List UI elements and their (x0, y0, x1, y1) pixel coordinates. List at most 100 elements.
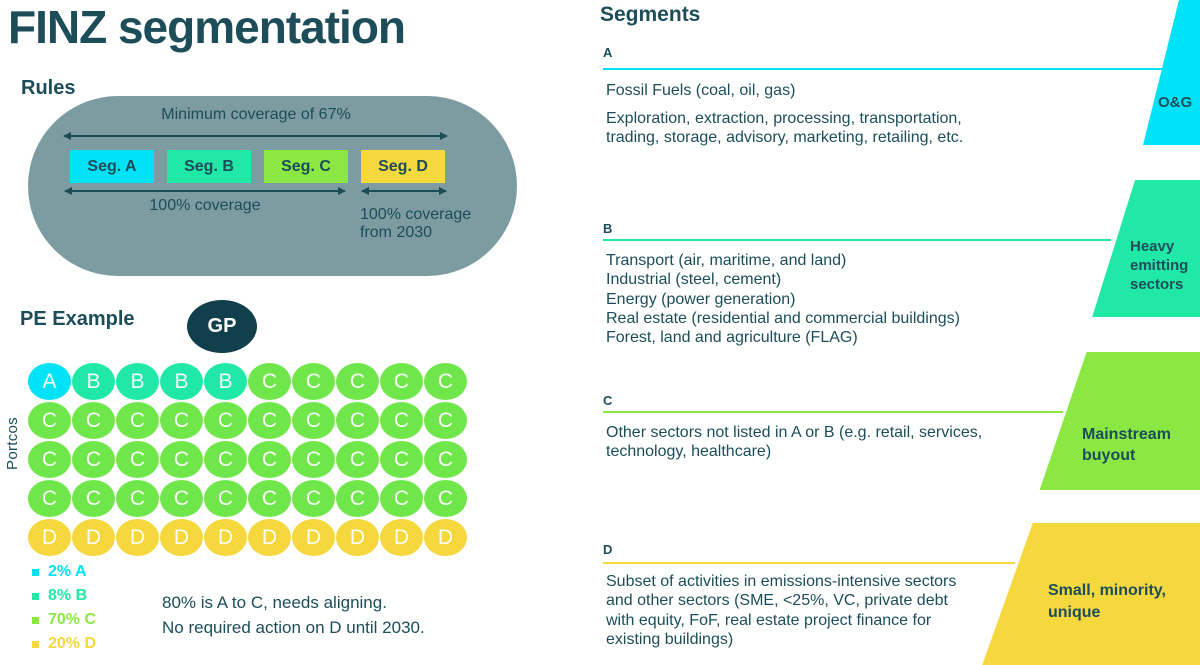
portco-circle-c: C (248, 363, 291, 400)
portco-circle-d: D (28, 519, 71, 556)
legend-label: 8% B (48, 587, 88, 604)
legend-item-b: 8% B (32, 584, 96, 608)
segments-heading: Segments (600, 3, 701, 26)
segment-b-shape-label: Heavy emitting sectors (1130, 238, 1189, 293)
portco-circle-c: C (424, 402, 467, 439)
portco-circle-b: B (116, 363, 159, 400)
portco-circle-b: B (160, 363, 203, 400)
portco-circle-b: B (72, 363, 115, 400)
portco-circle-c: C (380, 363, 423, 400)
portco-circle-c: C (424, 363, 467, 400)
min-coverage-label: Minimum coverage of 67% (161, 106, 351, 123)
segment-c-description: Other sectors not listed in A or B (e.g.… (606, 424, 983, 461)
portco-circle-d: D (72, 519, 115, 556)
segment-b-description: Transport (air, maritime, and land) Indu… (606, 252, 960, 347)
rules-heading: Rules (21, 77, 76, 99)
portco-circle-d: D (160, 519, 203, 556)
portco-circle-c: C (248, 441, 291, 478)
segment-d-funnel-shape: Small, minority, unique (982, 523, 1200, 665)
segment-box-b: Seg. B (167, 150, 251, 183)
segment-c-funnel-shape: Mainstream buyout (1039, 352, 1200, 490)
portco-circle-c: C (336, 363, 379, 400)
legend-label: 70% C (48, 611, 97, 628)
legend-item-d: 20% D (32, 632, 96, 656)
portco-circle-c: C (380, 402, 423, 439)
portco-circle-c: C (28, 441, 71, 478)
segment-b-label: B (603, 221, 613, 236)
legend-bullet-icon (32, 616, 39, 624)
portco-circle-c: C (116, 441, 159, 478)
portco-circle-d: D (380, 519, 423, 556)
segment-a-shape-label: O&G (1158, 94, 1193, 111)
segment-d-underline (603, 562, 1015, 564)
portco-circle-c: C (160, 402, 203, 439)
d-coverage-arrow (361, 187, 447, 195)
segment-a-description-detail: Exploration, extraction, processing, tra… (606, 110, 964, 147)
portco-circle-c: C (72, 441, 115, 478)
segment-c-label: C (603, 393, 613, 408)
portco-circle-d: D (336, 519, 379, 556)
portco-circle-d: D (204, 519, 247, 556)
segment-a-funnel-shape: O&G (1143, 0, 1200, 145)
portco-circle-c: C (292, 480, 335, 517)
portco-circle-c: C (116, 402, 159, 439)
portco-circle-c: C (248, 402, 291, 439)
portco-circle-d: D (424, 519, 467, 556)
min-coverage-arrow (63, 132, 448, 140)
segment-a-label: A (603, 45, 613, 60)
portco-circle-c: C (72, 402, 115, 439)
segment-box-c: Seg. C (264, 150, 348, 183)
legend-item-c: 70% C (32, 608, 96, 632)
full-coverage-arrow (64, 187, 346, 195)
portco-circle-c: C (336, 402, 379, 439)
portco-circle-c: C (28, 480, 71, 517)
segment-d-label: D (603, 542, 613, 557)
segment-d-shape-label: Small, minority, unique (1048, 582, 1166, 621)
portco-circle-d: D (248, 519, 291, 556)
portco-circle-c: C (380, 480, 423, 517)
segment-a-description: Fossil Fuels (coal, oil, gas) (606, 82, 796, 99)
portco-circle-c: C (292, 402, 335, 439)
segment-box-d: Seg. D (361, 150, 445, 183)
portco-circle-c: C (292, 363, 335, 400)
portco-circle-c: C (292, 441, 335, 478)
legend-bullet-icon (32, 592, 39, 600)
legend-bullet-icon (32, 568, 39, 576)
portco-circle-d: D (116, 519, 159, 556)
segment-d-description: Subset of activities in emissions-intens… (606, 573, 957, 648)
d-coverage-label: 100% coverage from 2030 (360, 206, 472, 241)
pe-example-heading: PE Example (20, 308, 135, 330)
segment-b-funnel-shape: Heavy emitting sectors (1092, 180, 1200, 317)
portco-circle-b: B (204, 363, 247, 400)
portco-circle-c: C (424, 480, 467, 517)
segment-c-underline (603, 411, 1063, 413)
portcos-axis-label: Portcos (3, 417, 21, 470)
page-title: FINZ segmentation (8, 1, 406, 53)
portco-circle-c: C (116, 480, 159, 517)
legend-label: 20% D (48, 635, 97, 652)
legend-item-a: 2% A (32, 560, 96, 584)
segment-box-a: Seg. A (70, 150, 154, 183)
segment-boxes-row: Seg. A Seg. B Seg. C Seg. D (70, 150, 445, 183)
portco-circle-c: C (160, 480, 203, 517)
segment-a-underline (603, 68, 1163, 70)
portco-circle-c: C (204, 480, 247, 517)
portco-circle-c: C (204, 402, 247, 439)
portco-circle-c: C (72, 480, 115, 517)
portco-circle-c: C (160, 441, 203, 478)
portco-circle-a: A (28, 363, 71, 400)
full-coverage-label: 100% coverage (149, 197, 261, 214)
portco-circle-c: C (424, 441, 467, 478)
portco-circle-c: C (336, 480, 379, 517)
portco-circle-c: C (336, 441, 379, 478)
portco-circle-c: C (248, 480, 291, 517)
portco-circle-c: C (204, 441, 247, 478)
portco-circle-c: C (28, 402, 71, 439)
